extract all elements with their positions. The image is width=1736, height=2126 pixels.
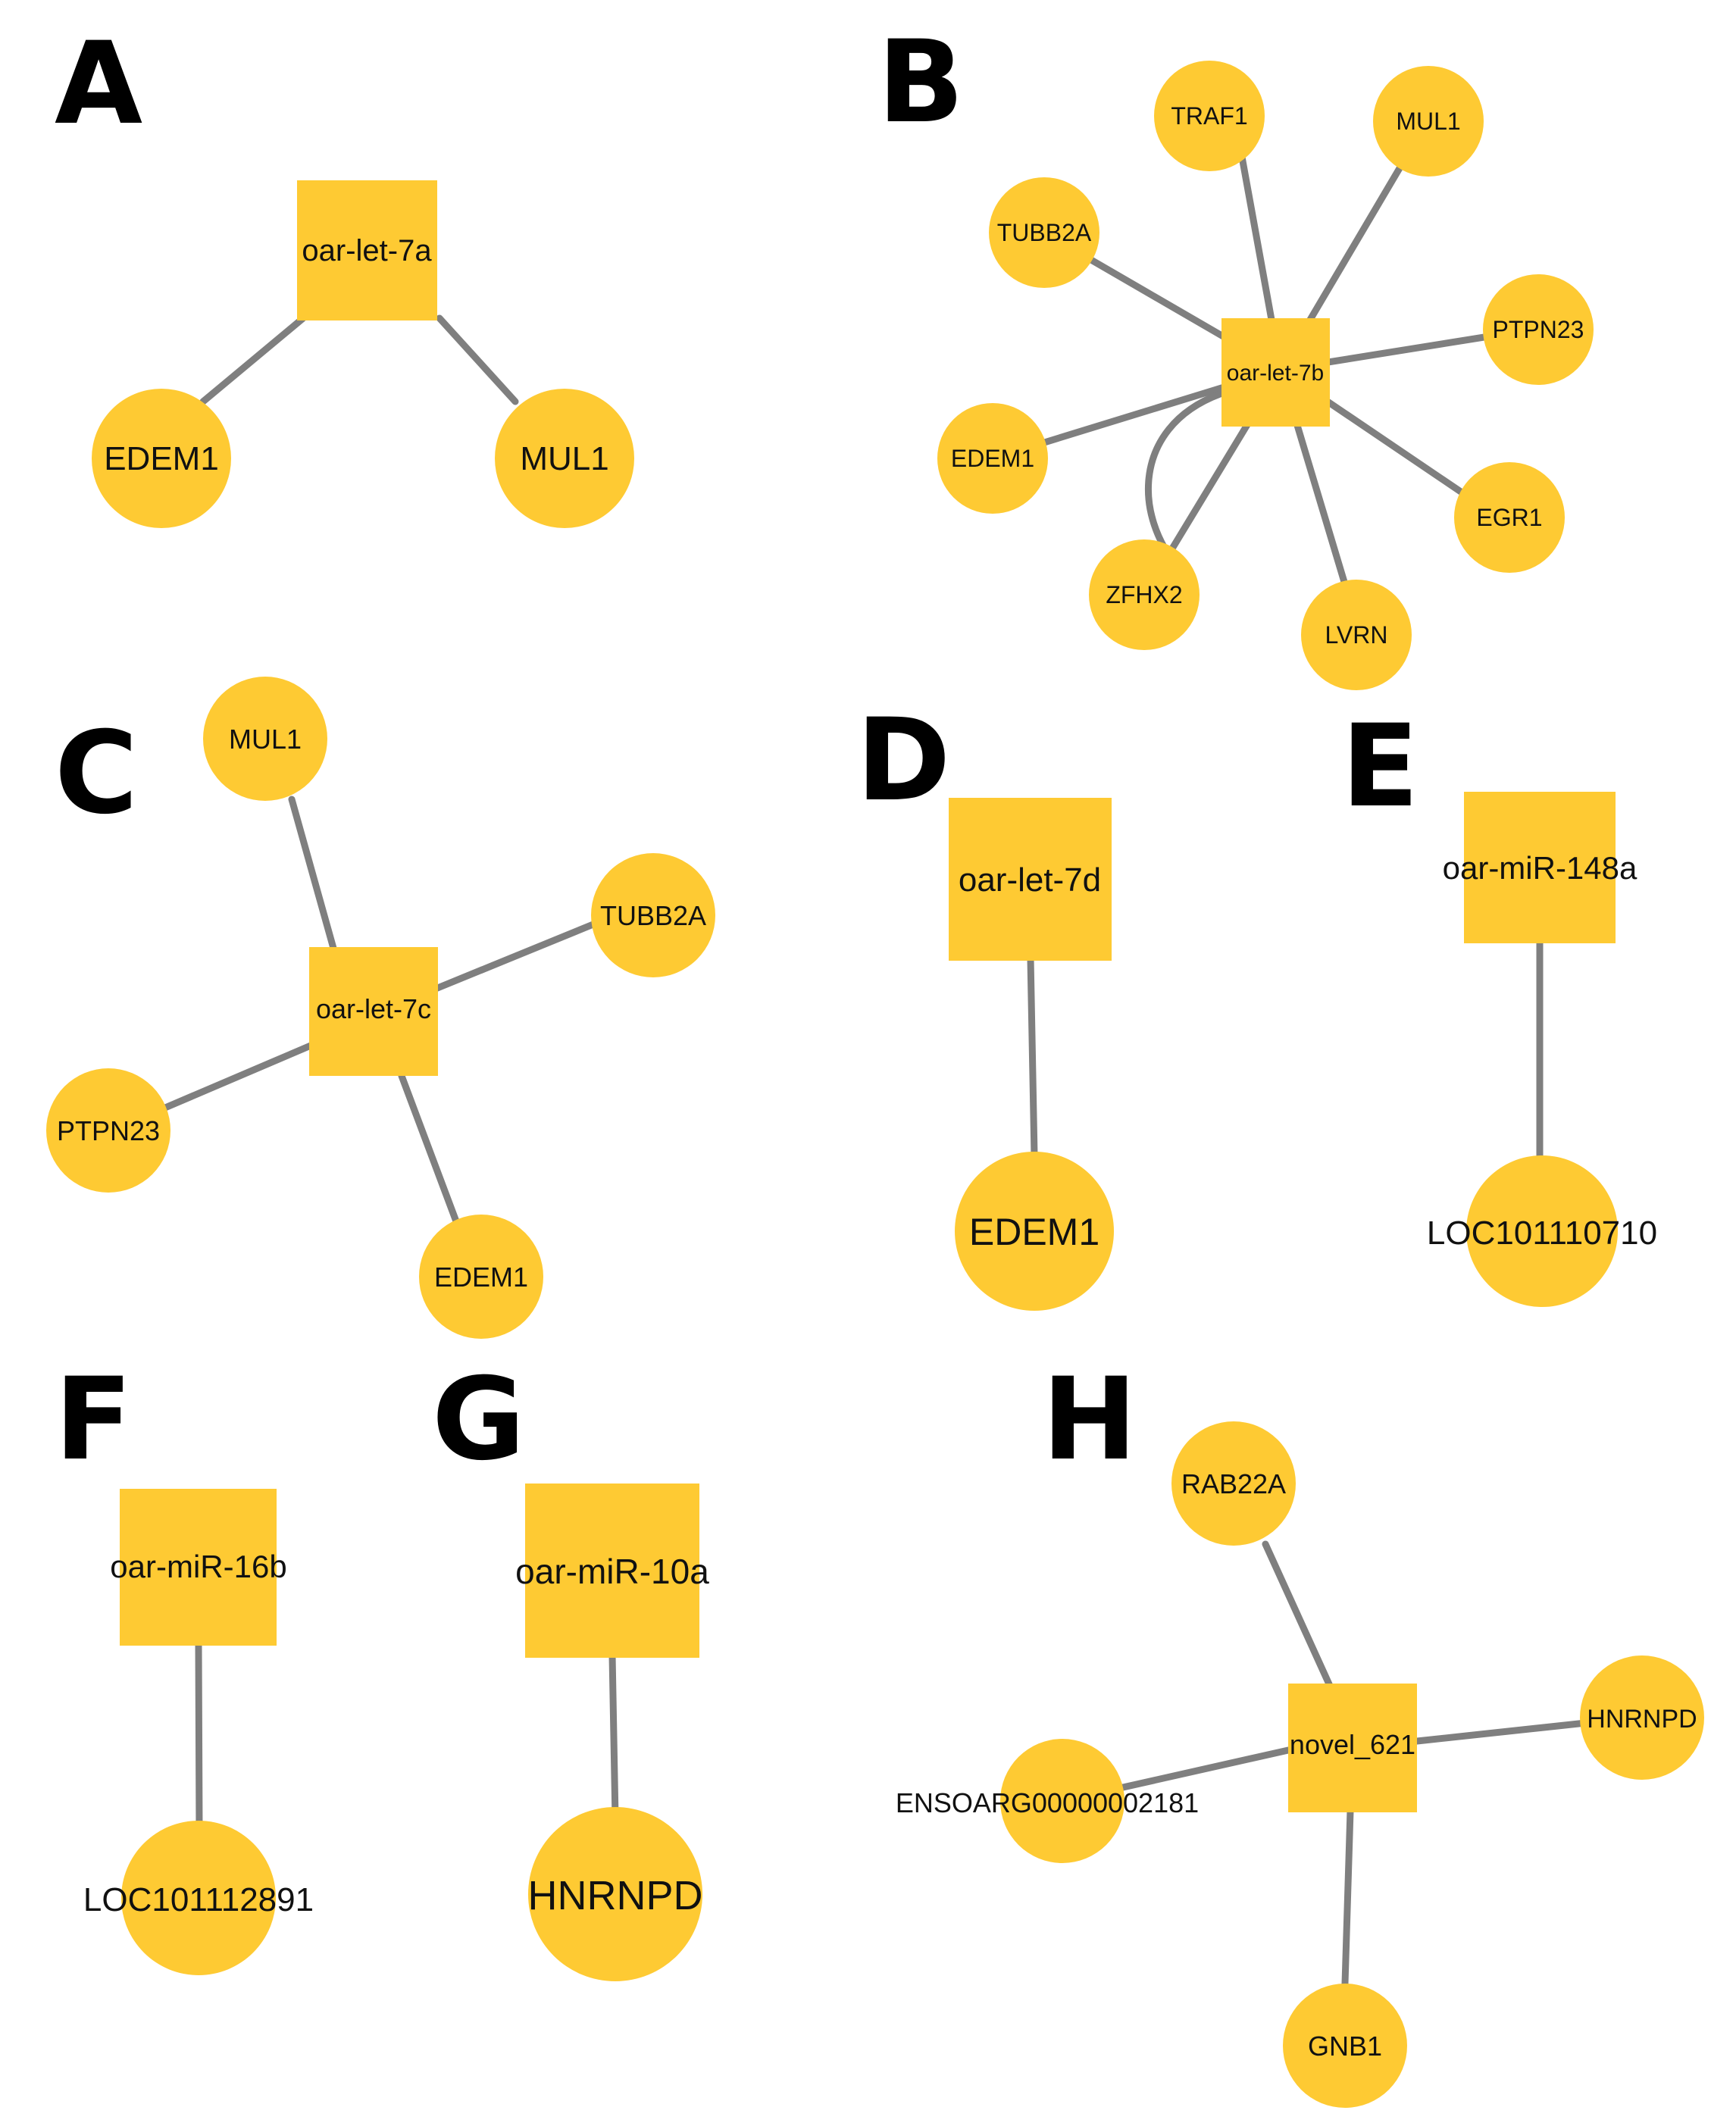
target-gene-node[interactable] bbox=[1483, 274, 1594, 385]
target-gene-node[interactable] bbox=[1000, 1739, 1124, 1863]
target-gene-label: EDEM1 bbox=[104, 440, 219, 477]
target-gene-node[interactable] bbox=[495, 389, 634, 528]
target-gene-label: LVRN bbox=[1325, 621, 1388, 649]
mirna-node[interactable] bbox=[1288, 1684, 1417, 1812]
target-gene-label: MUL1 bbox=[1396, 108, 1460, 135]
edge bbox=[1027, 955, 1038, 1159]
target-gene-node[interactable] bbox=[1373, 66, 1484, 177]
mirna-node-label: oar-let-7a bbox=[302, 234, 432, 267]
mirna-node[interactable] bbox=[949, 798, 1112, 961]
panel-letter: F bbox=[55, 1354, 132, 1486]
target-gene-node[interactable] bbox=[1089, 539, 1200, 650]
target-gene-node[interactable] bbox=[1283, 1984, 1407, 2108]
panel-e: E oar-miR-148a LOC101110710 bbox=[1341, 701, 1657, 1307]
edge bbox=[1341, 1807, 1354, 1987]
panel-letter: C bbox=[55, 708, 138, 839]
target-gene-label: TUBB2A bbox=[600, 900, 706, 931]
panel-g: G oar-miR-10a HNRNPD bbox=[432, 1354, 709, 1981]
target-gene-label: GNB1 bbox=[1308, 2031, 1382, 2062]
target-gene-node[interactable] bbox=[419, 1215, 543, 1339]
target-gene-node[interactable] bbox=[46, 1068, 170, 1193]
target-gene-label: ZFHX2 bbox=[1106, 581, 1182, 608]
edge bbox=[161, 1042, 314, 1111]
edge bbox=[1413, 1718, 1597, 1745]
target-gene-label: PTPN23 bbox=[57, 1115, 160, 1146]
target-gene-node[interactable] bbox=[591, 853, 715, 977]
target-gene-label: PTPN23 bbox=[1493, 316, 1584, 343]
target-gene-node[interactable] bbox=[989, 177, 1099, 288]
target-gene-node[interactable] bbox=[1466, 1155, 1618, 1307]
target-gene-node[interactable] bbox=[937, 403, 1048, 514]
panel-letter: D bbox=[856, 695, 951, 827]
mirna-node-label: oar-let-7c bbox=[316, 993, 431, 1024]
mirna-node-label: oar-miR-10a bbox=[515, 1552, 709, 1591]
target-gene-node[interactable] bbox=[1154, 61, 1265, 171]
panel-d: D oar-let-7d EDEM1 bbox=[856, 695, 1114, 1311]
panel-h: H novel_621 RAB22A HNRNPD ENSOARG0000000… bbox=[896, 1354, 1704, 2108]
target-gene-label: TRAF1 bbox=[1171, 102, 1247, 130]
mirna-node-label: novel_621 bbox=[1290, 1729, 1415, 1760]
target-gene-label: HNRNPD bbox=[1587, 1705, 1697, 1734]
mirna-node-label: oar-miR-148a bbox=[1443, 850, 1637, 886]
panel-letter: G bbox=[432, 1354, 525, 1486]
target-gene-node[interactable] bbox=[528, 1807, 702, 1981]
mirna-node-label: oar-let-7b bbox=[1227, 361, 1324, 386]
target-gene-node[interactable] bbox=[1580, 1655, 1704, 1780]
target-gene-node[interactable] bbox=[1171, 1421, 1296, 1546]
mirna-node[interactable] bbox=[309, 947, 438, 1076]
mirna-node-label: oar-let-7d bbox=[959, 861, 1101, 899]
target-gene-node[interactable] bbox=[203, 677, 327, 801]
panel-b: B oar-let-7b TRAF1 MUL1 TUBB2A PTPN23 ED… bbox=[877, 17, 1594, 690]
target-gene-label: EDEM1 bbox=[951, 445, 1034, 472]
target-gene-label: LOC101110710 bbox=[1427, 1215, 1657, 1252]
target-gene-label: HNRNPD bbox=[527, 1873, 702, 1918]
panel-letter: E bbox=[1341, 701, 1419, 833]
target-gene-label: LOC101112891 bbox=[83, 1881, 314, 1918]
target-gene-label: EDEM1 bbox=[969, 1211, 1099, 1253]
panel-letter: B bbox=[877, 17, 964, 149]
target-gene-label: MUL1 bbox=[520, 440, 608, 477]
edge bbox=[436, 314, 519, 405]
target-gene-label: ENSOARG00000002181 bbox=[896, 1787, 1199, 1818]
panel-a: A oar-let-7a EDEM1 MUL1 bbox=[55, 18, 634, 528]
panel-letter: H bbox=[1042, 1354, 1137, 1486]
edge bbox=[199, 314, 307, 405]
target-gene-label: EGR1 bbox=[1476, 504, 1542, 531]
target-gene-node[interactable] bbox=[92, 389, 231, 528]
mirna-node[interactable] bbox=[120, 1489, 277, 1646]
target-gene-label: TUBB2A bbox=[997, 219, 1092, 246]
edge bbox=[398, 1072, 462, 1231]
mirna-node[interactable] bbox=[297, 180, 437, 320]
target-gene-label: EDEM1 bbox=[434, 1262, 528, 1293]
panel-letter: A bbox=[55, 18, 142, 150]
target-gene-node[interactable] bbox=[1301, 580, 1412, 690]
edge bbox=[432, 917, 606, 993]
mirna-node[interactable] bbox=[1464, 792, 1616, 943]
edge bbox=[608, 1652, 619, 1822]
mirna-node[interactable] bbox=[525, 1484, 699, 1658]
target-gene-label: MUL1 bbox=[229, 724, 302, 755]
edge bbox=[1262, 1540, 1334, 1690]
mirna-node[interactable] bbox=[1221, 318, 1330, 427]
target-gene-node[interactable] bbox=[121, 1821, 276, 1975]
target-gene-node[interactable] bbox=[1454, 462, 1565, 573]
target-gene-label: RAB22A bbox=[1181, 1468, 1286, 1499]
mirna-node-label: oar-miR-16b bbox=[110, 1549, 286, 1584]
target-gene-node[interactable] bbox=[955, 1152, 1114, 1311]
panel-c: C oar-let-7c MUL1 TUBB2A PTPN23 EDEM1 bbox=[46, 677, 715, 1339]
panel-f: F oar-miR-16b LOC101112891 bbox=[55, 1354, 314, 1975]
